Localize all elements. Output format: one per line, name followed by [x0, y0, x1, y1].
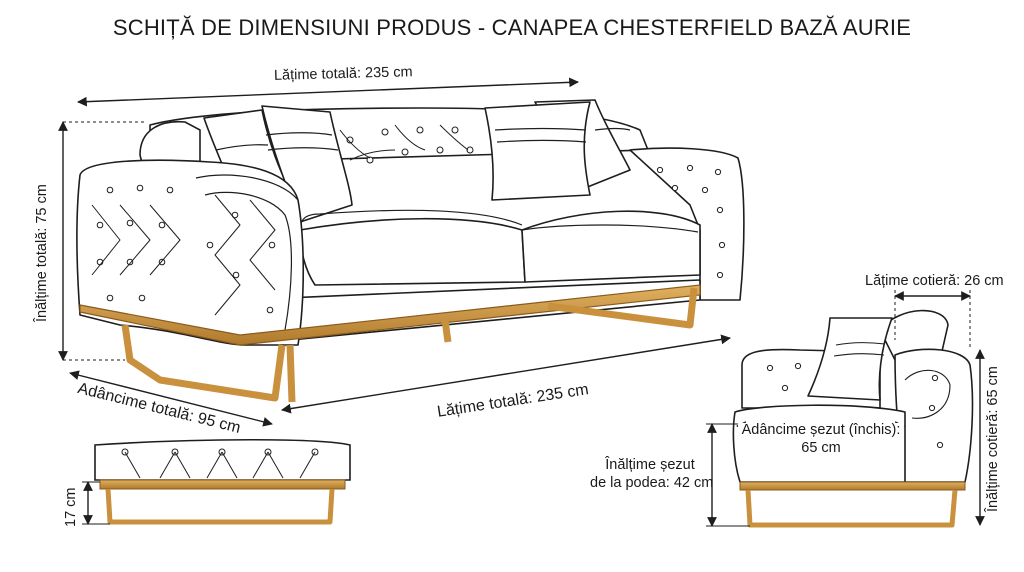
seat-height-label-line2: de la podea: 42 cm — [590, 475, 714, 491]
side-armrest — [894, 348, 974, 483]
armrest-height-label: Înălțime cotieră: 65 cm — [985, 366, 1001, 512]
seat-cushion-right — [521, 210, 701, 283]
armrest-width-label: Lățime cotieră: 26 cm — [865, 273, 1004, 289]
page-title: SCHIȚĂ DE DIMENSIUNI PRODUS - CANAPEA CH… — [112, 15, 912, 40]
seat-depth-label-line1: Adâncime șezut (închis): — [738, 422, 904, 439]
left-armrest — [76, 159, 305, 346]
side-pillow-front — [807, 317, 893, 401]
seat-depth-label-line2: 65 cm — [801, 440, 841, 456]
base-height-label: 17 cm — [63, 487, 79, 528]
main-sofa — [76, 99, 745, 346]
seat-cushion-left — [299, 217, 526, 286]
seat-height-label-line1: Înălțime șezut — [605, 457, 695, 473]
total-height-label: Înălțime totală: 75 cm — [34, 184, 50, 322]
pillow-right-front — [484, 101, 591, 201]
gold-base-side — [739, 481, 966, 528]
right-armrest — [629, 147, 745, 301]
dimension-lines-main — [58, 77, 731, 427]
base-detail-view — [82, 438, 351, 525]
